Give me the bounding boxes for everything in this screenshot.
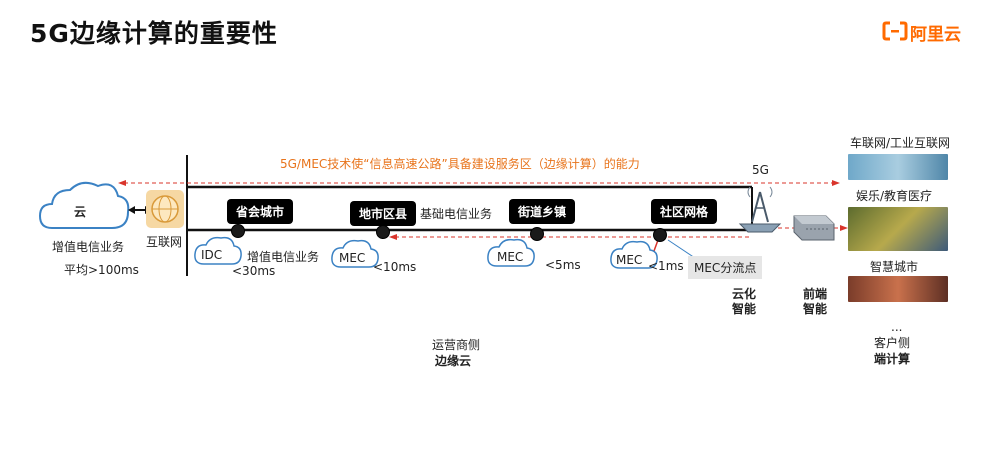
mec-cloud-icon-city	[331, 239, 379, 268]
tier-latency-provincial: <30ms	[232, 264, 276, 278]
tier-cloud-label-prefecture: MEC	[339, 251, 366, 265]
scenario-image-smart-city	[848, 276, 948, 302]
cloud-service-label: 增值电信业务	[52, 240, 125, 254]
mec-split-badge: MEC分流点	[688, 256, 763, 279]
arrow-head-right	[832, 180, 840, 186]
client-side-label: 客户侧	[874, 336, 911, 350]
internet-label: 互联网	[146, 235, 183, 249]
cloud-label: 云	[74, 205, 87, 219]
scenario-label-iov: 车联网/工业互联网	[850, 136, 951, 150]
node-street	[530, 227, 544, 241]
arrow-head-device	[840, 225, 848, 231]
brand-text: 阿里云	[910, 25, 961, 45]
scenario-label-entertainment: 娱乐/教育医疗	[856, 189, 933, 203]
front-intel-line1: 前端	[803, 287, 828, 301]
5g-label: 5G	[752, 163, 769, 177]
node-provincial	[231, 224, 245, 238]
scenario-image-entertainment	[848, 207, 948, 251]
internet-globe-icon	[146, 190, 184, 228]
cloud-intel-line2: 智能	[732, 302, 757, 316]
tier-cloud-label-street: MEC	[497, 250, 524, 264]
node-prefecture	[376, 225, 390, 239]
node-community	[653, 228, 667, 242]
banner-text: 5G/MEC技术使“信息高速公路”具备建设服务区（边缘计算）的能力	[280, 157, 640, 171]
cloud-intel-line1: 云化	[732, 287, 757, 301]
edge-device-icon	[793, 215, 835, 241]
link-head-left	[128, 206, 135, 214]
mec-cloud-icon-community	[610, 240, 658, 269]
tier-pill-community: 社区网格	[651, 199, 718, 224]
tier-cloud-label-community: MEC	[616, 253, 643, 267]
basic-service-label: 基础电信业务	[420, 207, 493, 221]
tier-latency-community: <1ms	[648, 259, 684, 273]
brand-logo: 阿里云	[882, 20, 962, 46]
scenario-label-smart-city: 智慧城市	[870, 260, 919, 274]
value-added-label: 增值电信业务	[247, 250, 320, 264]
operator-side-label: 运营商侧	[432, 338, 481, 352]
aliyun-logo-icon	[882, 21, 908, 41]
front-intel-line2: 智能	[803, 302, 828, 316]
5g-tower-icon	[738, 186, 782, 233]
idc-cloud-icon	[194, 236, 242, 265]
cloud-latency: 平均>100ms	[64, 263, 139, 277]
tier-latency-prefecture: <10ms	[373, 260, 417, 274]
central-cloud-icon	[38, 181, 130, 229]
tier-pill-provincial: 省会城市	[227, 199, 294, 224]
scenario-ellipsis: ...	[891, 320, 903, 334]
mec-split-pointer	[667, 239, 696, 259]
tier-pill-street: 街道乡镇	[509, 199, 576, 224]
tier-latency-street: <5ms	[545, 258, 581, 272]
arrow-head-left	[118, 180, 126, 186]
client-side-title: 端计算	[874, 352, 911, 366]
tier-cloud-label-provincial: IDC	[201, 248, 223, 262]
operator-side-title: 边缘云	[435, 354, 472, 368]
arrow-head-left-2	[389, 234, 397, 240]
mec-cloud-icon-town	[487, 238, 535, 267]
page-title: 5G边缘计算的重要性	[30, 19, 278, 48]
scenario-image-iov	[848, 154, 948, 180]
tier-pill-prefecture: 地市区县	[350, 201, 417, 226]
